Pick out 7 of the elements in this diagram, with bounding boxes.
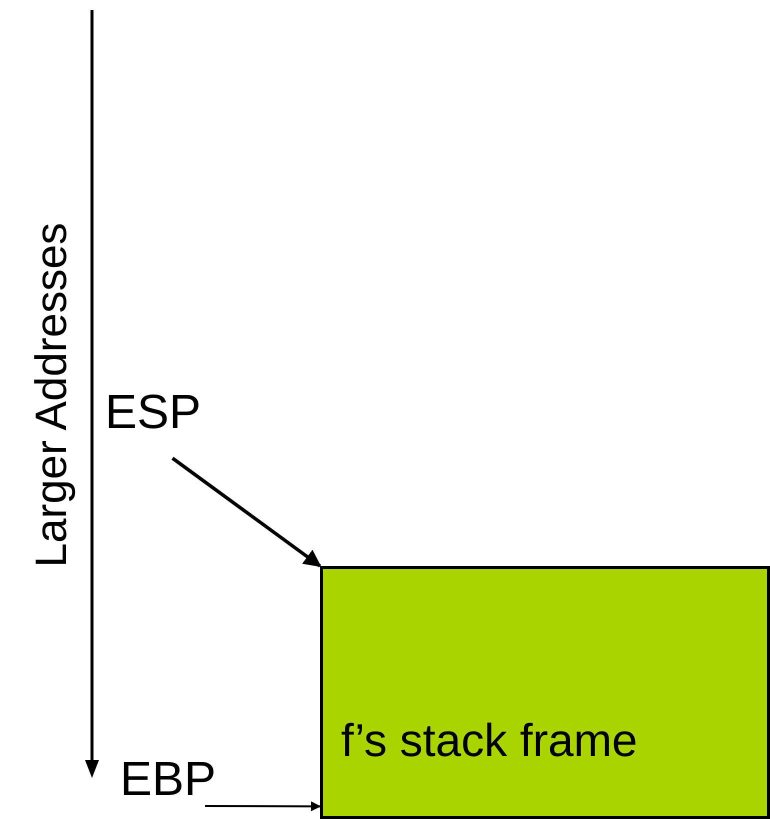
register-label: EBP [120,756,216,804]
arrow [205,801,321,812]
stack-frame-box [320,566,770,819]
axis-label: Larger Addresses [30,222,74,568]
frame-label: f’s stack frame [341,717,638,763]
arrow [171,456,322,568]
register-label: ESP [105,389,202,437]
